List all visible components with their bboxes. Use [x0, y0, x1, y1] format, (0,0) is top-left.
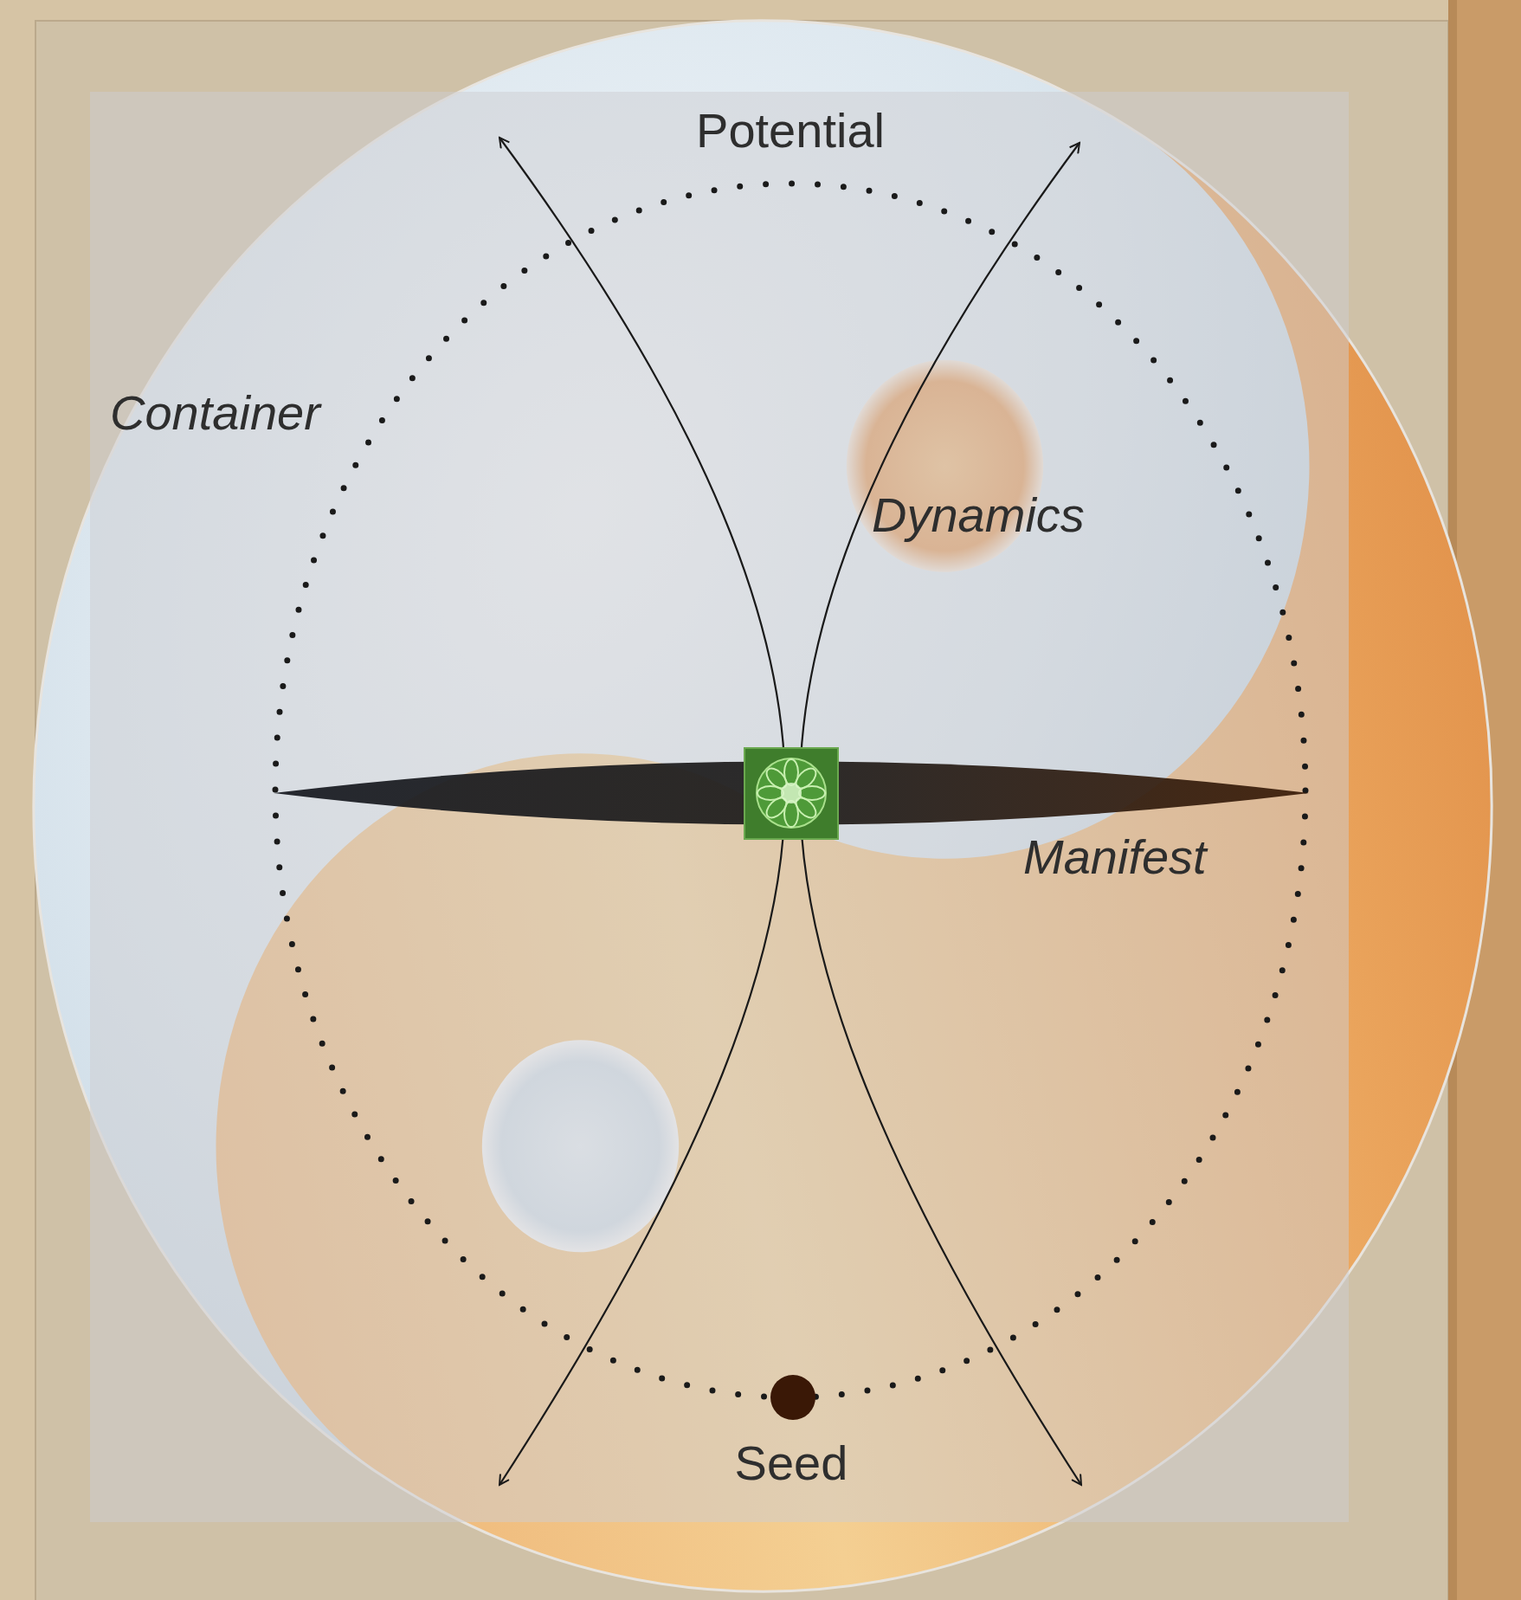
diagram-label: Potential	[696, 103, 885, 158]
diagram-label: Dynamics	[871, 488, 1085, 542]
diagram-label: Container	[109, 386, 321, 440]
diagram-label: Manifest	[1023, 830, 1207, 884]
diagram-label: Seed	[734, 1436, 849, 1490]
